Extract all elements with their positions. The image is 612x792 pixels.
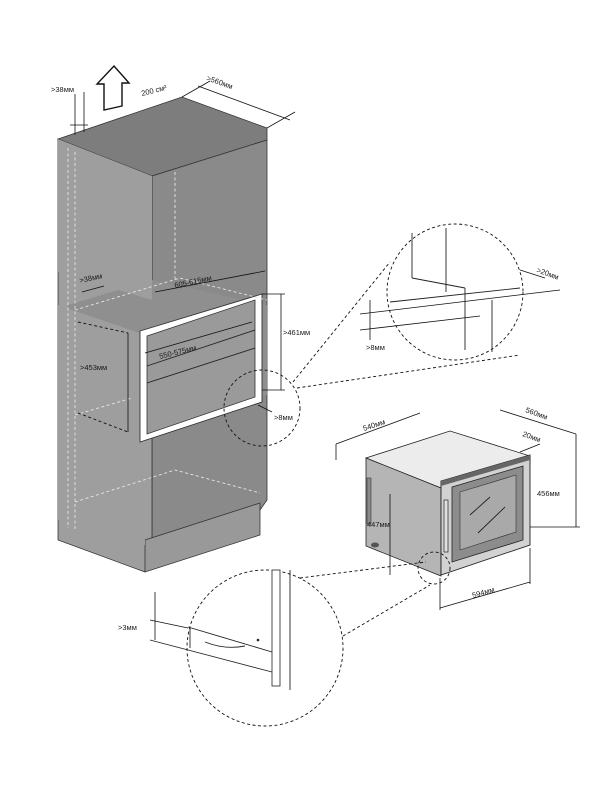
niche-inner <box>146 299 256 435</box>
label-appliance-depth: 540мм <box>362 417 386 433</box>
label-inner-height: >453мм <box>80 363 107 372</box>
appliance-glass <box>459 474 517 551</box>
arrow-up-icon <box>95 64 131 111</box>
door-handle <box>443 499 449 553</box>
cabinet-plinth <box>144 502 261 573</box>
cabinet-front-lower <box>58 305 145 545</box>
appliance <box>364 430 531 577</box>
label-detail-top-small: >8мм <box>366 343 385 352</box>
label-body-height: 447мм <box>367 520 390 529</box>
label-detail-top-gap: >20мм <box>535 265 560 281</box>
label-detail-bottom-gap: >3мм <box>118 623 137 632</box>
label-niche-height: >461мм <box>283 328 310 337</box>
cabinet-front-upper <box>58 139 152 300</box>
label-door-thickness: 20мм <box>521 429 542 444</box>
label-gap-niche-bottom: >8мм <box>274 413 293 422</box>
detail-top <box>359 223 561 361</box>
airflow-arrow <box>95 64 131 111</box>
cabinet <box>56 96 268 573</box>
label-depth-top: >560мм <box>205 73 234 91</box>
label-gap-top-back: >38мм <box>51 85 74 94</box>
detail-bottom <box>149 569 344 727</box>
label-appliance-width: 594мм <box>471 585 495 600</box>
label-appliance-height: 456мм <box>537 489 560 498</box>
control-strip <box>441 455 530 486</box>
appliance-side <box>365 457 442 577</box>
label-ventilation-area: 200 см² <box>140 83 168 98</box>
